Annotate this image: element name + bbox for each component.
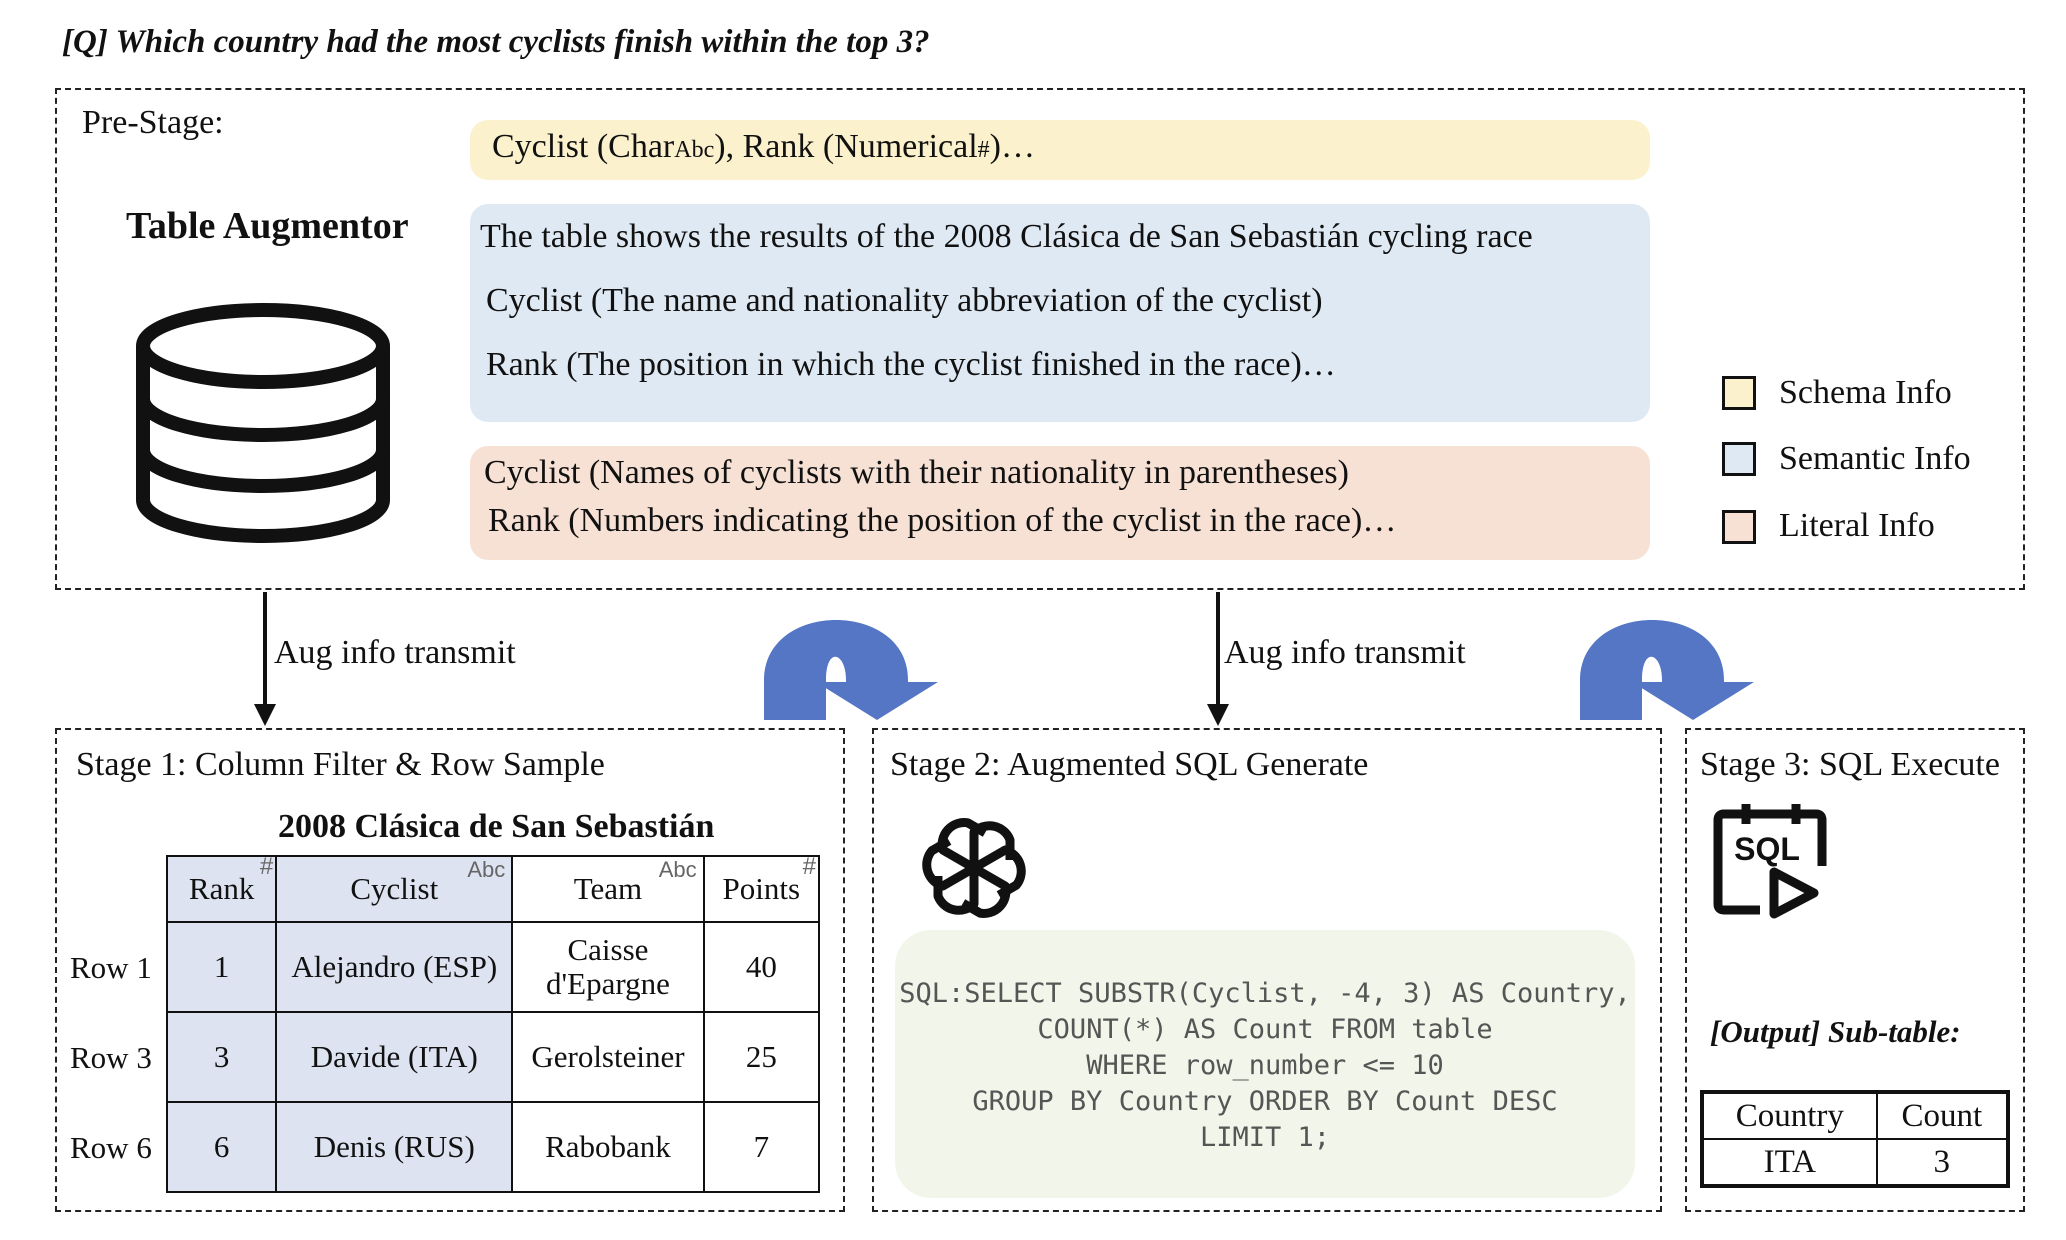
table-row: 3 Davide (ITA) Gerolsteiner 25 <box>165 1011 821 1103</box>
curved-arrow-1 <box>764 620 938 720</box>
table-cell: Gerolsteiner <box>511 1011 705 1103</box>
semantic-line-3: Rank (The position in which the cyclist … <box>486 346 1336 383</box>
stage1-table-title: 2008 Clásica de San Sebastián <box>278 808 715 845</box>
literal-line-2: Rank (Numbers indicating the position of… <box>488 502 1397 539</box>
legend-label-schema: Schema Info <box>1779 374 1952 411</box>
down-arrow-left <box>254 592 276 726</box>
table-cell: 1 <box>165 921 278 1013</box>
sql-line-1: SQL:SELECT SUBSTR(Cyclist, -4, 3) AS Cou… <box>899 978 1631 1009</box>
sql-calendar-icon: SQL <box>1713 804 1827 919</box>
table-cell: 25 <box>702 1011 821 1103</box>
legend-swatch-schema <box>1722 376 1756 410</box>
stage3-title: Stage 3: SQL Execute <box>1700 746 2000 783</box>
sql-line-2: COUNT(*) AS Count FROM table <box>1037 1014 1493 1045</box>
legend-swatch-semantic <box>1722 442 1756 476</box>
table-cell: 7 <box>702 1101 821 1193</box>
table-cell: 6 <box>165 1101 278 1193</box>
sql-code-box <box>895 930 1635 1198</box>
row-label-6: Row 6 <box>70 1130 152 1165</box>
question: [Q] Which country had the most cyclists … <box>62 24 930 60</box>
semantic-line-1: The table shows the results of the 2008 … <box>480 218 1533 255</box>
stage2-title: Stage 2: Augmented SQL Generate <box>890 746 1369 783</box>
aug-info-label-right: Aug info transmit <box>1224 634 1466 671</box>
col-header-points: Points# <box>702 853 821 923</box>
sql-icon-text: SQL <box>1734 831 1800 867</box>
legend-swatch-literal <box>1722 510 1756 544</box>
table-cell: Rabobank <box>511 1101 705 1193</box>
sql-line-5: LIMIT 1; <box>1199 1122 1331 1153</box>
table-cell: Denis (RUS) <box>275 1101 514 1193</box>
output-header-row: Country Count <box>1701 1091 2010 1140</box>
table-row: 6 Denis (RUS) Rabobank 7 <box>165 1101 821 1193</box>
table-cell: Davide (ITA) <box>275 1011 514 1103</box>
row-label-3: Row 3 <box>70 1040 152 1075</box>
output-col-country: Country <box>1701 1091 1878 1140</box>
database-icon <box>136 303 390 543</box>
output-cell: ITA <box>1701 1138 1878 1187</box>
sql-line-4: GROUP BY Country ORDER BY Count DESC <box>972 1086 1558 1117</box>
table-cell: Caisse d'Epargne <box>511 921 705 1013</box>
openai-logo-icon <box>912 806 1036 930</box>
literal-info-box: Cyclist (Names of cyclists with their na… <box>470 446 1650 560</box>
schema-info-box: Cyclist (CharAbc), Rank (Numerical#)… <box>470 120 1650 180</box>
legend-label-literal: Literal Info <box>1779 507 1935 544</box>
prestage-label: Pre-Stage: <box>82 104 224 141</box>
table-cell: Alejandro (ESP) <box>275 921 514 1013</box>
stage2-panel <box>872 728 1662 1212</box>
stage1-title: Stage 1: Column Filter & Row Sample <box>76 746 605 783</box>
row-label-1: Row 1 <box>70 950 152 985</box>
col-header-rank: Rank# <box>165 853 278 923</box>
semantic-line-2: Cyclist (The name and nationality abbrev… <box>486 282 1323 319</box>
table-row: 1 Alejandro (ESP) Caisse d'Epargne 40 <box>165 921 821 1013</box>
output-label: [Output] Sub-table: <box>1710 1014 1961 1049</box>
table-augmentor-title: Table Augmentor <box>126 205 409 247</box>
table-cell: 40 <box>702 921 821 1013</box>
aug-info-label-left: Aug info transmit <box>274 634 516 671</box>
semantic-info-box: The table shows the results of the 2008 … <box>470 204 1650 422</box>
prestage-panel <box>55 88 2025 590</box>
down-arrow-right <box>1207 592 1229 726</box>
output-col-count: Count <box>1875 1091 2010 1140</box>
table-cell: 3 <box>165 1011 278 1103</box>
output-row: ITA 3 <box>1701 1138 2010 1187</box>
sql-code-text: SQL:SELECT SUBSTR(Cyclist, -4, 3) AS Cou… <box>895 976 1635 1156</box>
literal-line-1: Cyclist (Names of cyclists with their na… <box>484 454 1349 491</box>
curved-arrow-2 <box>1580 620 1754 720</box>
output-subtable: Country Count ITA 3 <box>1700 1090 2010 1188</box>
output-cell: 3 <box>1875 1138 2010 1187</box>
stage3-panel <box>1685 728 2025 1212</box>
schema-info-text: Cyclist (CharAbc), Rank (Numerical#)… <box>492 128 1035 165</box>
stage1-panel <box>55 728 845 1212</box>
sql-line-3: WHERE row_number <= 10 <box>1086 1050 1444 1081</box>
legend-label-semantic: Semantic Info <box>1779 440 1971 477</box>
